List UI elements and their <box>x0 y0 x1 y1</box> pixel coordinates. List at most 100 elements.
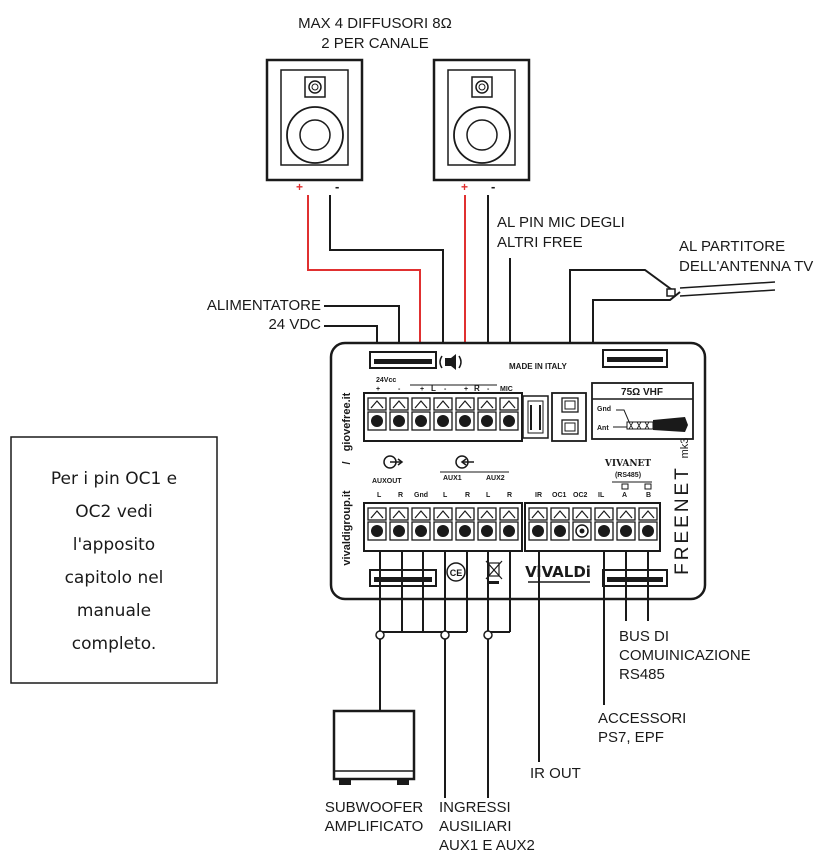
subwoofer-label-line2: AMPLIFICATO <box>325 818 424 835</box>
mic-connector <box>522 395 549 439</box>
label-aux1: AUX1 <box>443 475 462 482</box>
lower-left-terminal-3 <box>411 507 431 541</box>
ingressi-label-line3: AUX1 E AUX2 <box>439 837 535 854</box>
speakers-subtitle: 2 PER CANALE <box>321 35 429 52</box>
vivanet-logo: VIVANET <box>604 459 652 469</box>
label-gnd: Gnd <box>414 492 428 499</box>
bus-label-line1: BUS DI <box>619 628 669 645</box>
top-terminal-1 <box>367 397 387 431</box>
accessori-label-line1: ACCESSORI <box>598 710 686 727</box>
subwoofer-box <box>332 709 416 785</box>
lower-right-terminal-3 <box>572 507 592 541</box>
label-top-minus: - <box>398 386 401 393</box>
subwoofer-label-line1: SUBWOOFER <box>325 799 424 816</box>
top-terminal-4 <box>433 397 453 431</box>
lower-left-terminal-5 <box>455 507 475 541</box>
antenna-label-line2: DELL'ANTENNA TV <box>679 258 813 275</box>
model-name: FREENET <box>672 465 693 575</box>
lower-right-terminal-block <box>524 502 661 552</box>
label-a: A <box>622 492 627 499</box>
label-24vcc: 24Vcc <box>376 377 396 384</box>
ce-mark-icon: CE <box>446 562 466 582</box>
left-speaker-minus-wire <box>329 195 444 425</box>
speaker-left <box>265 58 364 182</box>
note-line-1: Per i pin OC1 e <box>51 469 177 489</box>
label-ir: IR <box>535 492 542 499</box>
label-auxout-r: R <box>398 492 403 499</box>
label-l-minus: - <box>444 386 447 393</box>
lower-left-terminal-block <box>363 502 523 552</box>
note-line-2: OC2 vedi <box>75 502 153 522</box>
mic-label-line2: ALTRI FREE <box>497 234 583 251</box>
note-line-5: manuale <box>77 601 151 621</box>
antenna-gnd-wire <box>569 269 676 405</box>
label-r: R <box>474 384 480 393</box>
auxout-wires <box>375 551 424 711</box>
note-line-4: capitolo nel <box>65 568 164 588</box>
top-terminal-7 <box>499 397 519 431</box>
aux-input-icon <box>455 455 474 469</box>
website-separator: / <box>341 461 353 464</box>
vhf-gnd-label: Gnd <box>597 406 611 413</box>
vivanet-rs485: (RS485) <box>615 472 641 479</box>
lower-right-terminal-1 <box>528 507 548 541</box>
label-mic: MIC <box>500 386 513 393</box>
label-l-plus: + <box>420 386 424 393</box>
label-auxout-l: L <box>377 492 382 499</box>
label-aux1-r: R <box>465 492 470 499</box>
aux-input-wires <box>423 551 511 798</box>
website-giovefree: giovefree.it <box>341 392 353 451</box>
lower-right-terminal-5 <box>616 507 636 541</box>
label-aux1-l: L <box>443 492 448 499</box>
speaker-left-plus: + <box>296 180 303 194</box>
antenna-connector <box>666 288 676 297</box>
note-line-6: completo. <box>72 634 156 654</box>
made-in-italy: MADE IN ITALY <box>509 362 567 371</box>
label-b: B <box>646 492 651 499</box>
antenna-cable-bottom <box>679 289 776 297</box>
note-line-3: l'apposito <box>73 535 155 555</box>
lower-right-terminal-4 <box>594 507 614 541</box>
top-terminal-5 <box>455 397 475 431</box>
auxout-icon <box>383 455 404 469</box>
antenna-cable-top <box>679 281 776 289</box>
model-suffix: mk3 <box>679 438 691 459</box>
label-il: IL <box>598 492 605 499</box>
mic-label-line1: AL PIN MIC DEGLI <box>497 214 625 231</box>
svg-text:CE: CE <box>450 568 463 578</box>
lower-left-terminal-4 <box>433 507 453 541</box>
power-label-line2: 24 VDC <box>268 316 321 333</box>
speaker-right <box>432 58 531 182</box>
speakers-title: MAX 4 DIFFUSORI 8Ω <box>298 15 452 32</box>
label-auxout: AUXOUT <box>372 478 402 485</box>
antenna-label-line1: AL PARTITORE <box>679 238 785 255</box>
speaker-right-plus: + <box>461 180 468 194</box>
ingressi-label-line2: AUSILIARI <box>439 818 512 835</box>
lower-right-terminal-6 <box>638 507 658 541</box>
top-terminal-3 <box>411 397 431 431</box>
vhf-ant-label: Ant <box>597 425 609 432</box>
lower-left-terminal-1 <box>367 507 387 541</box>
top-terminal-2 <box>389 397 409 431</box>
label-aux2-l: L <box>486 492 491 499</box>
vhf-label: 75Ω VHF <box>621 387 663 398</box>
bus-label-line3: RS485 <box>619 666 665 683</box>
lower-left-terminal-6 <box>477 507 497 541</box>
ingressi-label-line1: INGRESSI <box>439 799 511 816</box>
antenna-connector-block <box>551 392 587 442</box>
freenet-device: MADE IN ITALY giovefree.it / vivaldigrou… <box>329 341 707 601</box>
label-aux2: AUX2 <box>486 475 505 482</box>
note-box: Per i pin OC1 e OC2 vedi l'apposito capi… <box>10 436 218 684</box>
label-aux2-r: R <box>507 492 512 499</box>
top-terminal-block <box>363 392 523 442</box>
lower-right-terminal-2 <box>550 507 570 541</box>
label-l: L <box>431 384 436 393</box>
ir-out-label: IR OUT <box>530 765 581 782</box>
vhf-input-box: 75Ω VHF Gnd Ant <box>591 382 694 440</box>
bus-label-line2: COMUINICAZIONE <box>619 647 751 664</box>
top-terminal-6 <box>477 397 497 431</box>
accessori-label-line2: PS7, EPF <box>598 729 664 746</box>
speaker-left-minus: - <box>335 179 339 194</box>
label-oc1: OC1 <box>552 492 567 499</box>
